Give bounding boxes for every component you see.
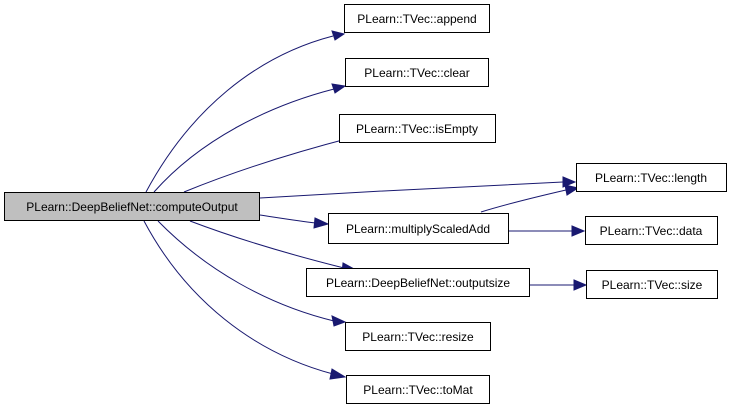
edge-computeoutput-append	[145, 30, 346, 193]
edge-multiplyscaledadd-length	[480, 184, 580, 213]
edge-outputsize-size	[529, 279, 588, 291]
node-label: PLearn::DeepBeliefNet::outputsize	[326, 276, 510, 290]
node-label: PLearn::TVec::append	[357, 12, 476, 26]
node-clear[interactable]: PLearn::TVec::clear	[345, 58, 489, 87]
edge-computeoutput-resize	[157, 220, 347, 327]
node-label: PLearn::DeepBeliefNet::computeOutput	[26, 200, 238, 214]
node-to-mat[interactable]: PLearn::TVec::toMat	[346, 375, 490, 404]
node-label: PLearn::TVec::resize	[362, 330, 474, 344]
edge-multiplyscaledadd-data	[509, 225, 586, 237]
node-compute-output[interactable]: PLearn::DeepBeliefNet::computeOutput	[4, 192, 260, 221]
edge-computeoutput-isempty	[183, 132, 362, 193]
node-length[interactable]: PLearn::TVec::length	[576, 163, 727, 192]
node-resize[interactable]: PLearn::TVec::resize	[345, 322, 491, 351]
node-label: PLearn::multiplyScaledAdd	[346, 222, 490, 236]
node-label: PLearn::TVec::data	[600, 224, 703, 238]
node-label: PLearn::TVec::clear	[364, 66, 469, 80]
node-label: PLearn::TVec::size	[602, 278, 703, 292]
node-append[interactable]: PLearn::TVec::append	[344, 4, 490, 33]
edge-computeoutput-multiplyscaledadd	[259, 214, 330, 229]
node-label: PLearn::TVec::length	[595, 171, 707, 185]
node-data[interactable]: PLearn::TVec::data	[585, 216, 718, 245]
node-size[interactable]: PLearn::TVec::size	[586, 270, 718, 299]
node-outputsize[interactable]: PLearn::DeepBeliefNet::outputsize	[306, 268, 530, 297]
node-label: PLearn::TVec::isEmpty	[356, 122, 478, 136]
edge-computeoutput-length	[259, 176, 577, 199]
node-label: PLearn::TVec::toMat	[363, 383, 473, 397]
edge-computeoutput-clear	[153, 83, 347, 193]
node-is-empty[interactable]: PLearn::TVec::isEmpty	[339, 114, 496, 143]
node-multiply-scaled-add[interactable]: PLearn::multiplyScaledAdd	[328, 213, 509, 244]
edge-computeoutput-tomat	[143, 220, 347, 380]
